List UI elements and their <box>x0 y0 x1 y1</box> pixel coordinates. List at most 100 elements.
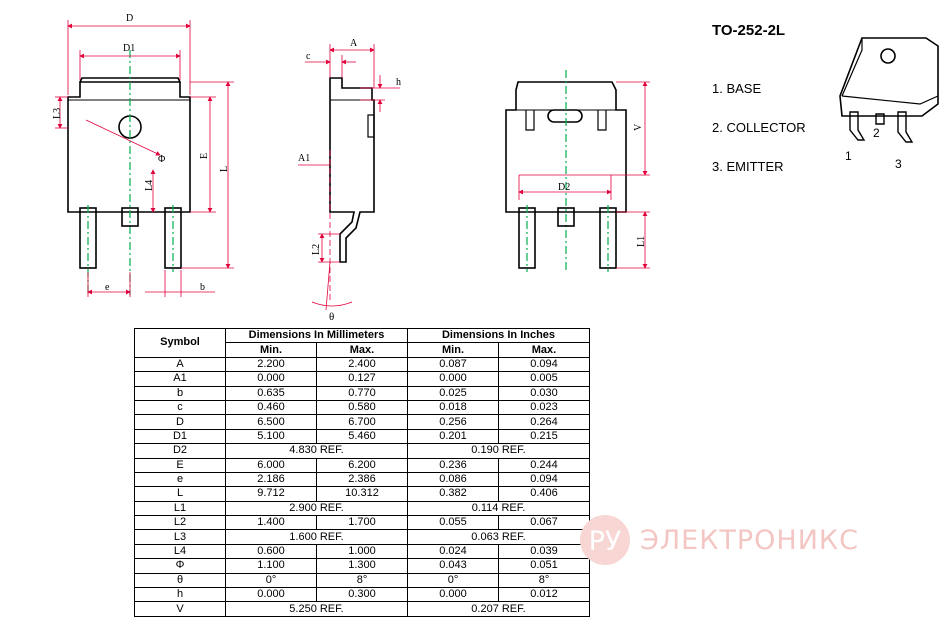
cell-symbol: c <box>134 399 226 416</box>
cell-mm-min: 0.600 <box>225 543 317 560</box>
dim-label-D2: D2 <box>558 182 570 193</box>
cell-mm-max: 0.300 <box>316 587 408 603</box>
cell-mm-min: 0.460 <box>225 399 317 416</box>
cell-in-min: 0.024 <box>407 543 499 560</box>
cell-mm-ref: 4.830 REF. <box>225 443 408 459</box>
cell-symbol: Φ <box>134 558 226 574</box>
cell-symbol: L1 <box>134 500 226 517</box>
dim-label-E: E <box>199 153 210 159</box>
cell-mm-max: 0.770 <box>316 385 408 401</box>
cell-mm-max: 6.700 <box>316 414 408 430</box>
dim-label-c: c <box>306 51 311 62</box>
header-in-max: Max. <box>498 342 590 358</box>
cell-in-max: 0.005 <box>498 371 590 387</box>
cell-in-ref: 0.207 REF. <box>407 601 590 617</box>
cell-in-min: 0° <box>407 572 499 589</box>
back-view: V D2 L1 <box>505 70 650 272</box>
watermark-logo-text: РУ <box>589 526 622 557</box>
cell-symbol: L <box>134 486 226 502</box>
pin-label-base: 1. BASE <box>712 81 762 96</box>
cell-symbol: e <box>134 471 226 488</box>
cell-in-max: 8° <box>498 572 590 589</box>
lead-2-stub <box>121 207 139 227</box>
cell-in-ref: 0.114 REF. <box>407 500 590 517</box>
header-mm-min: Min. <box>225 342 317 358</box>
cell-symbol: L3 <box>134 529 226 545</box>
dim-label-A: A <box>350 38 358 49</box>
cell-in-max: 0.094 <box>498 356 590 373</box>
cell-in-min: 0.000 <box>407 371 499 387</box>
header-inches: Dimensions In Inches <box>407 327 590 344</box>
cell-symbol: L2 <box>134 515 226 531</box>
front-view: D D1 L3 E L Φ L4 e b <box>52 13 234 297</box>
cell-mm-min: 0° <box>225 572 317 589</box>
cell-mm-max: 0.127 <box>316 371 408 387</box>
header-millimeters: Dimensions In Millimeters <box>225 327 408 344</box>
cell-in-min: 0.018 <box>407 399 499 416</box>
cell-in-min: 0.382 <box>407 486 499 502</box>
dim-label-phi: Φ <box>158 154 165 165</box>
cell-mm-min: 2.186 <box>225 471 317 488</box>
pin-number-3: 3 <box>895 157 902 171</box>
cell-in-min: 0.087 <box>407 356 499 373</box>
cell-in-min: 0.000 <box>407 587 499 603</box>
cell-in-max: 0.264 <box>498 414 590 430</box>
cell-in-min: 0.256 <box>407 414 499 430</box>
cell-in-min: 0.086 <box>407 471 499 488</box>
cell-in-max: 0.012 <box>498 587 590 603</box>
slot <box>547 109 583 123</box>
cell-mm-min: 1.100 <box>225 558 317 574</box>
dim-label-b: b <box>200 282 205 293</box>
cell-mm-min: 9.712 <box>225 486 317 502</box>
dim-label-L2: L2 <box>311 244 322 255</box>
watermark: РУ ЭЛЕКТРОНИКС <box>574 513 884 567</box>
cell-symbol: A1 <box>134 371 226 387</box>
cell-mm-max: 1.300 <box>316 558 408 574</box>
dim-label-L: L <box>219 166 230 172</box>
cell-mm-max: 2.386 <box>316 471 408 488</box>
header-symbol: Symbol <box>134 328 226 358</box>
package-title: TO-252-2L <box>712 22 786 39</box>
cell-symbol: D2 <box>134 443 226 459</box>
side-view: c A h A1 L2 θ <box>298 38 401 323</box>
package-3d-icon: 1 2 3 <box>839 37 939 171</box>
cell-mm-max: 8° <box>316 572 408 589</box>
cell-mm-max: 1.700 <box>316 515 408 531</box>
cell-in-ref: 0.063 REF. <box>407 529 590 545</box>
dim-label-theta: θ <box>329 311 334 323</box>
cell-mm-max: 1.000 <box>316 543 408 560</box>
dim-label-e: e <box>105 282 110 293</box>
cell-mm-ref: 5.250 REF. <box>225 601 408 617</box>
header-mm-max: Max. <box>316 342 408 358</box>
cell-mm-max: 0.580 <box>316 399 408 416</box>
pin-label-emitter: 3. EMITTER <box>712 159 784 174</box>
cell-mm-min: 6.000 <box>225 457 317 473</box>
cell-mm-max: 5.460 <box>316 428 408 445</box>
cell-in-max: 0.094 <box>498 471 590 488</box>
cell-in-max: 0.244 <box>498 457 590 473</box>
cell-in-min: 0.025 <box>407 385 499 401</box>
pin-number-1: 1 <box>845 149 852 163</box>
cell-mm-min: 1.400 <box>225 515 317 531</box>
cell-symbol: D1 <box>134 428 226 445</box>
cell-symbol: A <box>134 356 226 373</box>
cell-symbol: θ <box>134 572 226 589</box>
dim-label-L4: L4 <box>144 180 155 191</box>
cell-mm-max: 6.200 <box>316 457 408 473</box>
cell-in-max: 0.406 <box>498 486 590 502</box>
cell-symbol: V <box>134 601 226 617</box>
cell-mm-max: 2.400 <box>316 356 408 373</box>
